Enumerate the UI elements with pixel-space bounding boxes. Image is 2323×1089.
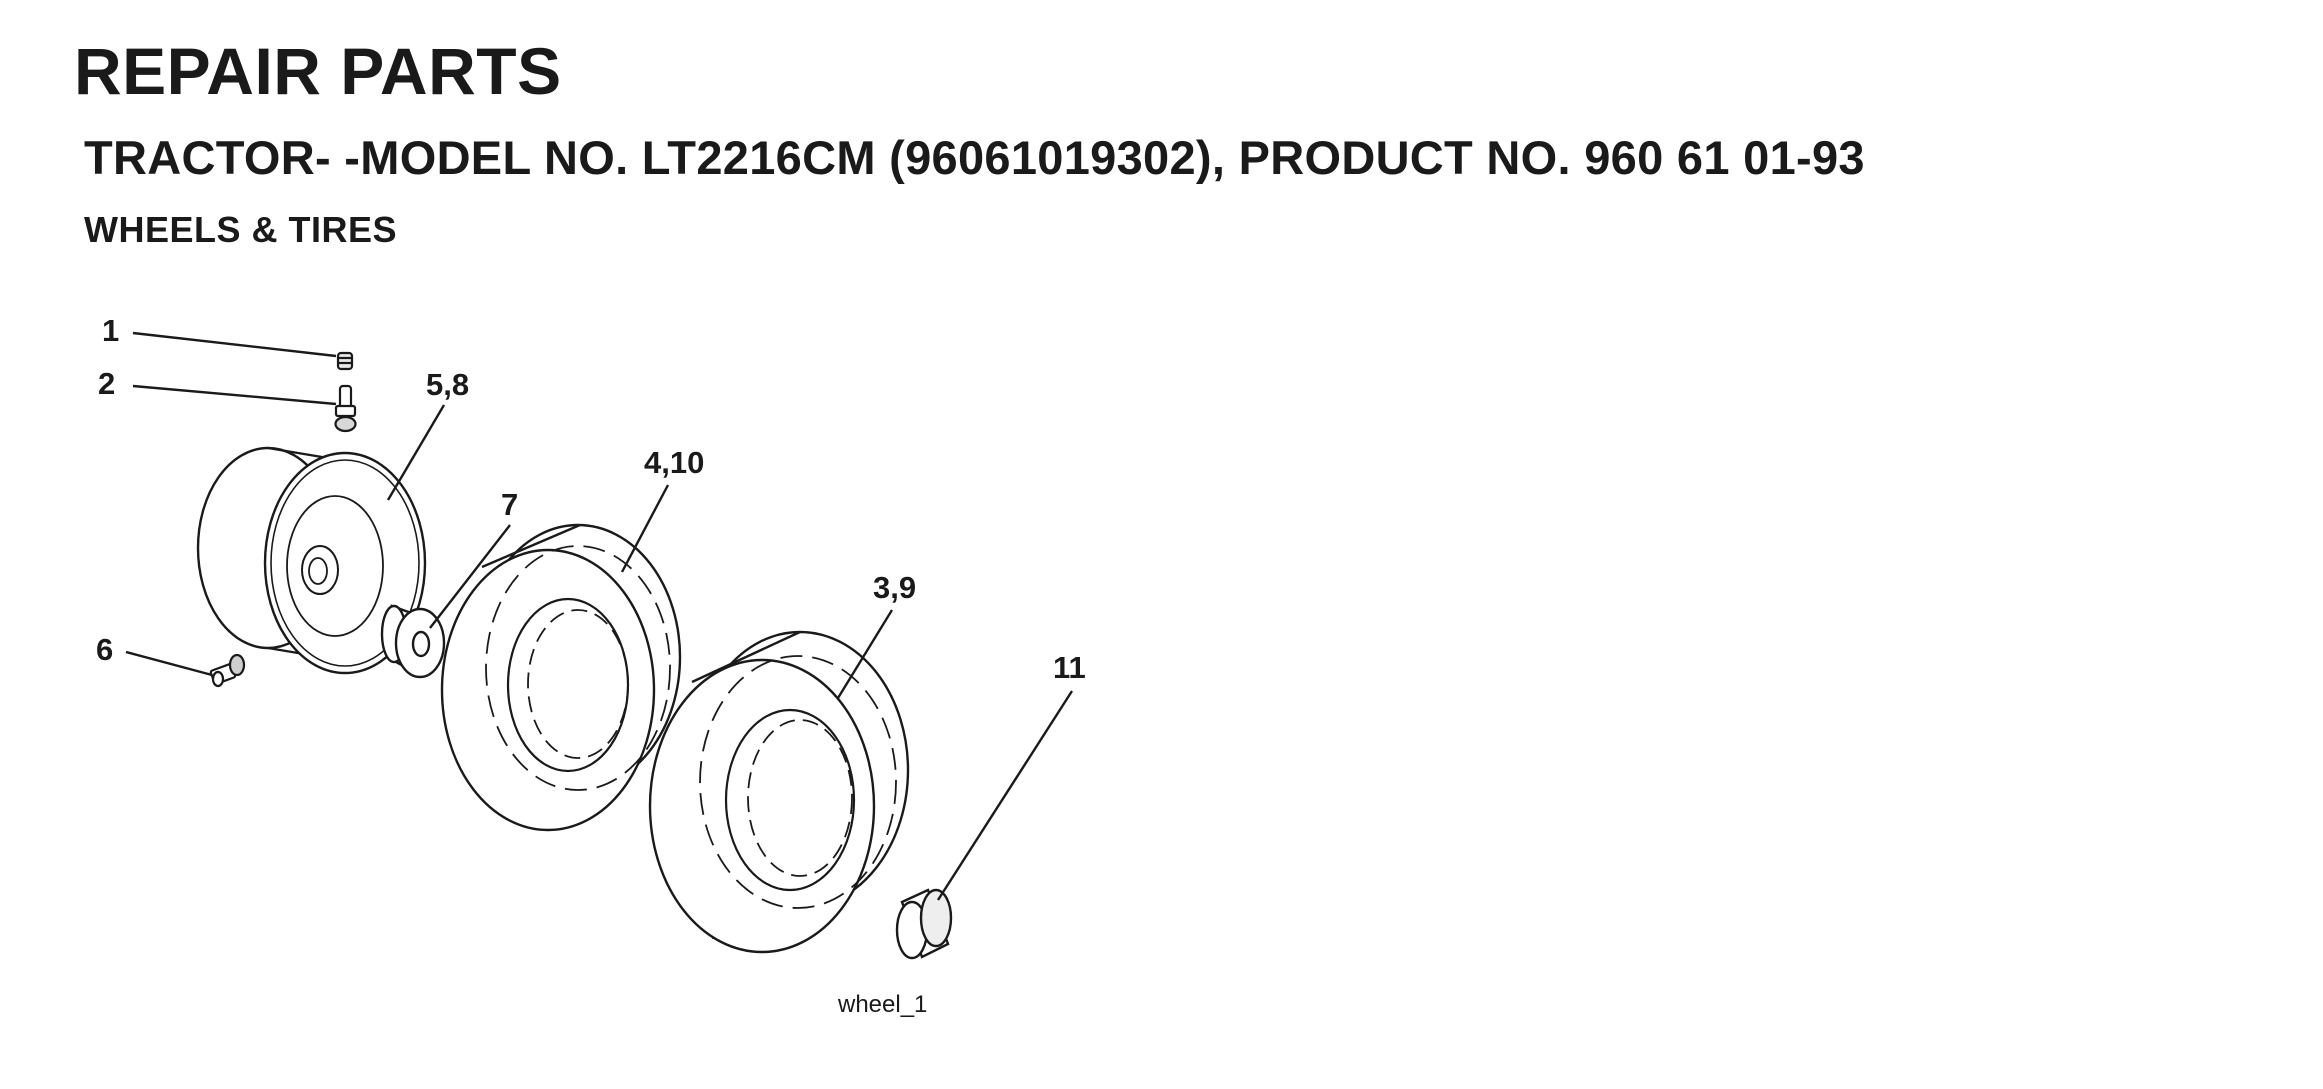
model-subtitle: TRACTOR- -MODEL NO. LT2216CM (9606101930…: [84, 131, 1865, 184]
callout-1: 1: [102, 313, 119, 348]
leader-lines: [125, 331, 1074, 901]
callout-2: 2: [98, 366, 115, 401]
bolt-part: [209, 653, 246, 688]
callout-3-9: 3,9: [873, 570, 916, 605]
callout-5-8: 5,8: [426, 367, 469, 402]
valve-stem-part: [334, 384, 357, 433]
callout-7: 7: [501, 487, 518, 522]
callout-4-10: 4,10: [644, 445, 704, 480]
page-title: REPAIR PARTS: [74, 34, 562, 108]
bushing-part: [380, 604, 446, 679]
tire-4-10-part: [440, 523, 682, 832]
valve-cap-part: [336, 351, 354, 371]
figure-label: wheel_1: [837, 991, 927, 1018]
section-title: WHEELS & TIRES: [84, 209, 398, 250]
hub-cap-part: [895, 888, 953, 960]
tire-3-9-part: [648, 630, 910, 954]
callout-11: 11: [1053, 650, 1086, 685]
callout-labels: 1 2 5,8 4,10 7 3,9 6 11: [96, 313, 1086, 685]
callout-6: 6: [96, 632, 113, 667]
